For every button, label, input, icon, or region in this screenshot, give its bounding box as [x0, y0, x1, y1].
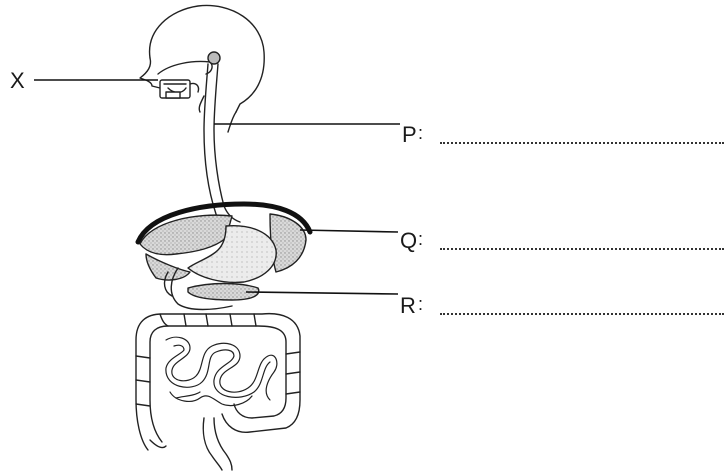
- liver-lower: [146, 254, 190, 280]
- answer-blank-r[interactable]: [440, 313, 724, 315]
- rectum: [203, 418, 232, 470]
- small-intestine-inner: [166, 345, 270, 398]
- liver-right: [270, 214, 306, 272]
- mouth: [160, 80, 199, 98]
- label-p: P: [402, 124, 417, 146]
- nasal-cavity: [158, 62, 212, 75]
- nasopharynx: [208, 52, 220, 64]
- label-r-colon: :: [418, 295, 423, 313]
- leader-line-q: [300, 230, 398, 232]
- label-q-colon: :: [418, 230, 423, 248]
- appendix: [150, 440, 166, 448]
- large-intestine: [136, 314, 300, 450]
- neck-back: [228, 112, 236, 132]
- label-x: X: [10, 70, 25, 92]
- label-p-colon: :: [418, 124, 423, 142]
- leader-line-r: [246, 292, 398, 294]
- face-profile: [140, 58, 160, 88]
- label-r: R: [400, 295, 416, 317]
- trachea: [199, 96, 204, 112]
- answer-blank-p[interactable]: [440, 142, 724, 144]
- label-q: Q: [400, 230, 417, 252]
- esophagus-wall: [214, 64, 240, 222]
- answer-blank-q[interactable]: [440, 248, 724, 250]
